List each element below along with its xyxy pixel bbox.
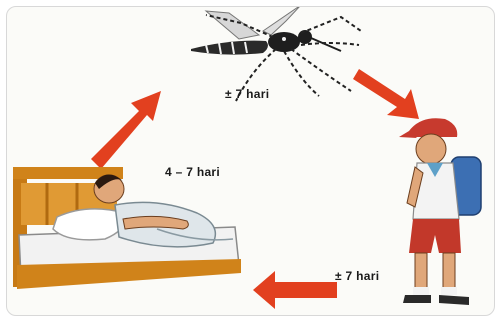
mosquito-duration-label: ± 7 hari <box>225 87 269 101</box>
child-duration-label: ± 7 hari <box>335 269 379 283</box>
sick-person-icon <box>13 167 241 289</box>
diagram-artwork <box>7 7 494 315</box>
mosquito-icon <box>191 7 361 101</box>
dengue-cycle-diagram: ± 7 hari 4 – 7 hari ± 7 hari <box>6 6 495 316</box>
patient-duration-label: 4 – 7 hari <box>165 165 220 179</box>
schoolchild-icon <box>399 118 481 305</box>
